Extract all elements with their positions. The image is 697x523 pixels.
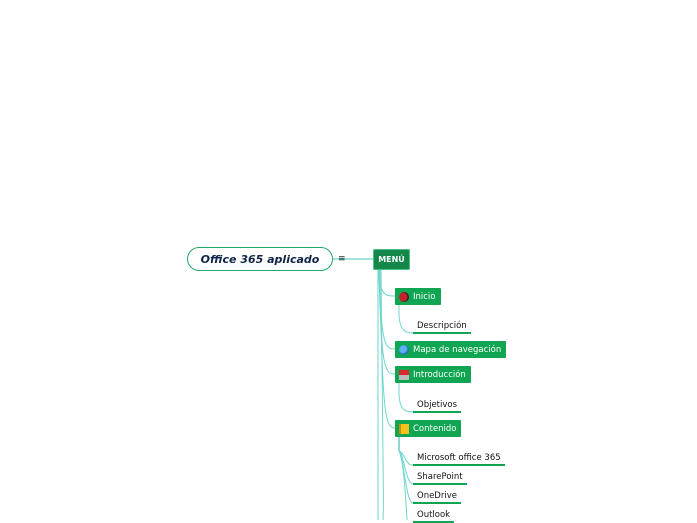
- branch-label: Contenido: [413, 423, 457, 434]
- central-topic[interactable]: Office 365 aplicado: [187, 247, 333, 271]
- branch-label: Inicio: [413, 291, 436, 302]
- branch-label: Introducción: [413, 369, 466, 380]
- leaf-objetivos[interactable]: Objetivos: [413, 400, 462, 413]
- branch-contenido[interactable]: Contenido: [395, 420, 462, 437]
- branch-inicio[interactable]: Inicio: [395, 288, 441, 305]
- leaf-microsoft-office-365[interactable]: Microsoft office 365: [413, 453, 505, 466]
- notes-icon[interactable]: ≡: [338, 254, 346, 264]
- leaf-descripcion[interactable]: Descripción: [413, 321, 471, 334]
- branch-introduccion[interactable]: Introducción: [395, 366, 471, 383]
- books-icon: [399, 369, 409, 380]
- leaf-outlook[interactable]: Outlook: [413, 510, 455, 523]
- menu-node[interactable]: MENÚ: [373, 249, 410, 270]
- leaf-sharepoint[interactable]: SharePoint: [413, 472, 467, 485]
- ladybug-icon: [399, 291, 409, 302]
- branch-mapa[interactable]: Mapa de navegación: [395, 341, 507, 358]
- leaf-onedrive[interactable]: OneDrive: [413, 491, 461, 504]
- branch-label: Mapa de navegación: [413, 344, 502, 355]
- globe-icon: [399, 344, 409, 355]
- notebook-icon: [399, 423, 409, 434]
